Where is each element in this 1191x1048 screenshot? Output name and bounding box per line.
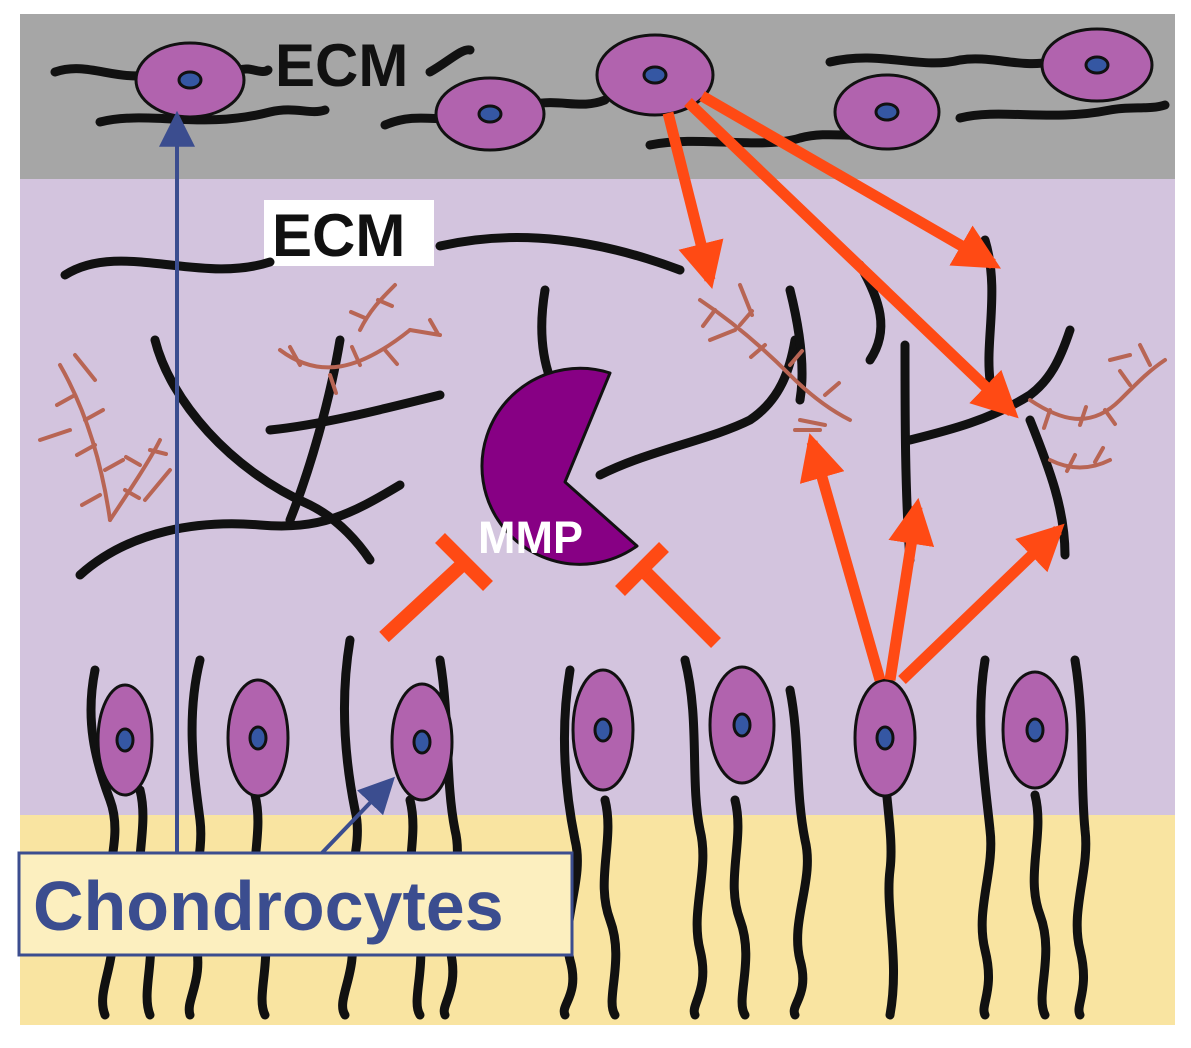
top-cell-arrows [662, 91, 1019, 419]
deep-zone-chondrocytes [96, 665, 1069, 802]
top-ecm-cells [134, 27, 1154, 152]
chondrocyte-pointers [159, 110, 395, 857]
chondrocytes-label-box [17, 851, 574, 957]
ecm-label-middle-bg [264, 200, 434, 266]
mmp-label: MMP [478, 512, 583, 563]
inhibition-arrows [379, 533, 721, 648]
proteoglycans [38, 283, 1167, 522]
ecm-label-middle: ECM [272, 202, 405, 269]
chondrocytes-label: Chondrocytes [33, 867, 504, 945]
ecm-label-top: ECM [275, 32, 408, 99]
mmp-enzyme [480, 366, 639, 566]
bottom-cell-arrows [799, 433, 1065, 684]
